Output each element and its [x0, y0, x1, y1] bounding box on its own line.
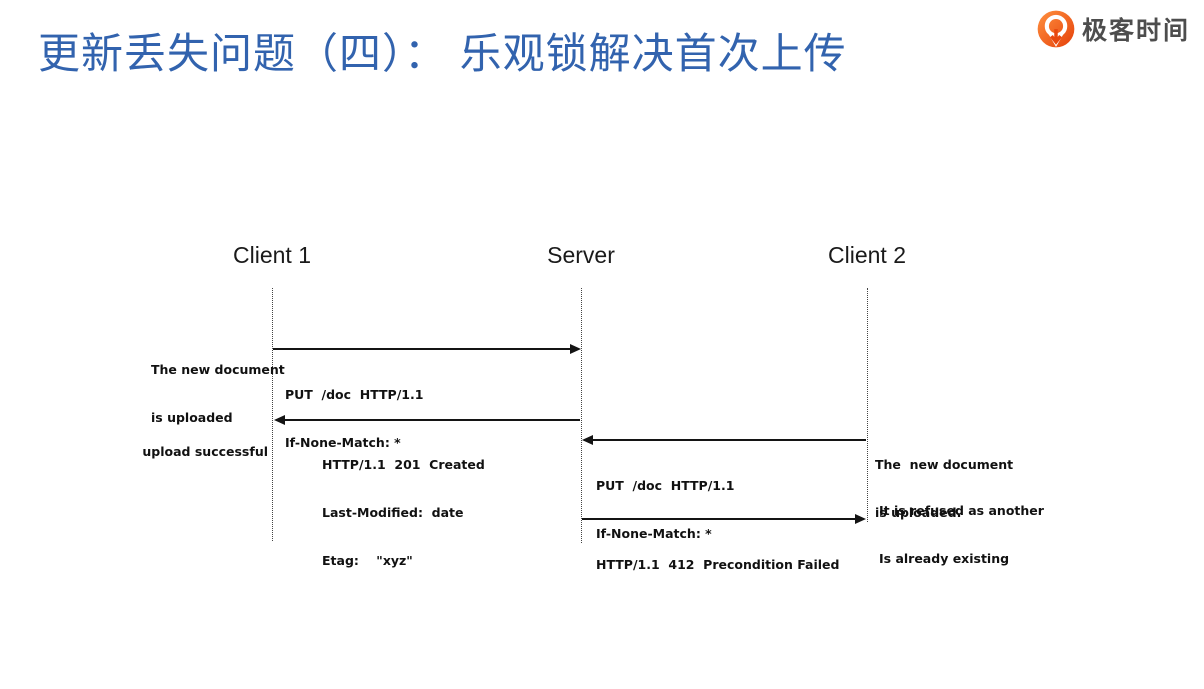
lifeline-client1	[272, 288, 273, 541]
message-line: Etag: "xyz"	[322, 553, 413, 568]
lifeline-title-client1: Client 1	[233, 242, 311, 268]
note-line: The new document	[875, 457, 1014, 472]
message-line: If-None-Match: *	[285, 435, 401, 450]
note-line: is uploaded	[151, 410, 233, 425]
lifeline-server	[581, 288, 582, 543]
geektime-logo-icon	[1037, 10, 1075, 48]
lifeline-client2	[867, 288, 868, 522]
message-line: HTTP/1.1 201 Created	[322, 457, 485, 472]
note-upload-successful: upload successful	[142, 412, 268, 492]
note-client2-upload: The new document is uploaded.	[875, 425, 1013, 553]
message-arrow-put-client2-to-server	[582, 436, 866, 444]
message-line: PUT /doc HTTP/1.1	[285, 387, 424, 402]
geektime-logo: 极客时间	[1036, 9, 1190, 49]
message-line: Last-Modified: date	[322, 505, 464, 520]
message-line: HTTP/1.1 412 Precondition Failed	[596, 557, 840, 572]
page-title: 更新丢失问题（四）： 乐观锁解决首次上传	[38, 30, 847, 77]
message-label-412-precondition-failed: HTTP/1.1 412 Precondition Failed	[596, 525, 839, 605]
message-arrow-201-server-to-client1	[274, 416, 580, 424]
geektime-logo-text: 极客时间	[1081, 17, 1190, 45]
message-label-put1: PUT /doc HTTP/1.1 If-None-Match: *	[285, 355, 423, 483]
lifeline-title-server: Server	[547, 242, 615, 268]
message-arrow-put-client1-to-server	[273, 345, 581, 353]
note-line: The new document	[151, 362, 285, 377]
note-line: is uploaded.	[875, 505, 962, 520]
message-line: PUT /doc HTTP/1.1	[596, 478, 735, 493]
note-line: Is already existing	[879, 551, 1010, 566]
message-label-put2: PUT /doc HTTP/1.1 If-None-Match: *	[596, 446, 734, 574]
message-label-201-created: HTTP/1.1 201 Created Last-Modified: date…	[322, 425, 485, 601]
lifeline-title-client2: Client 2	[828, 242, 906, 268]
note-line: It is refused as another	[879, 503, 1044, 518]
message-line: If-None-Match: *	[596, 526, 712, 541]
note-client1-upload: The new document is uploaded	[151, 330, 285, 458]
note-line: upload successful	[142, 444, 268, 459]
message-arrow-412-server-to-client2	[582, 515, 866, 523]
note-refused: It is refused as another Is already exis…	[879, 471, 1044, 599]
